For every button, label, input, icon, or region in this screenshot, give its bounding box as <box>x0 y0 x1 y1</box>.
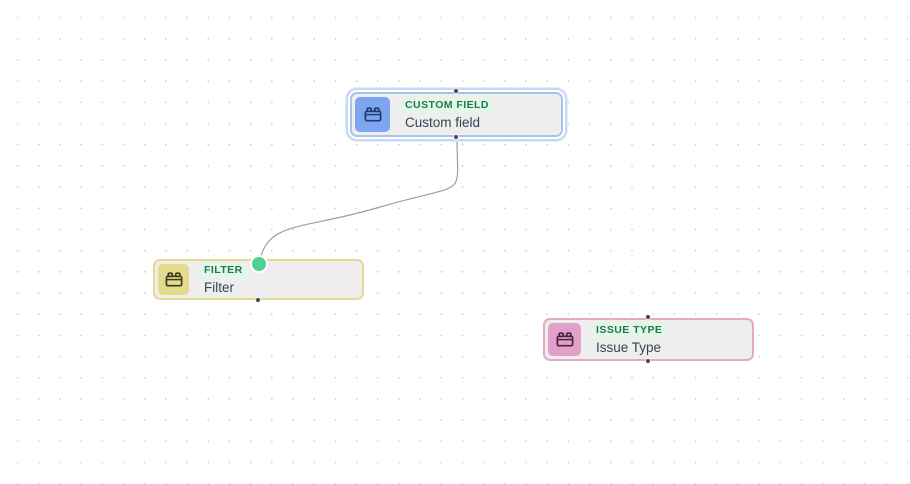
node-text-block: CUSTOM FIELD Custom field <box>393 94 561 135</box>
node-type-badge: CUSTOM FIELD <box>402 98 493 113</box>
node-icon-box <box>158 264 189 295</box>
node-issue-type[interactable]: ISSUE TYPE Issue Type <box>543 318 754 361</box>
node-text-block: ISSUE TYPE Issue Type <box>584 320 752 359</box>
node-handle-top-custom-field[interactable] <box>452 88 459 94</box>
node-icon-box <box>355 97 390 132</box>
node-text-block: FILTER Filter <box>192 261 362 298</box>
edge-custom-field-to-filter[interactable] <box>258 138 459 265</box>
node-type-badge: ISSUE TYPE <box>593 323 667 338</box>
node-title: Issue Type <box>596 340 662 355</box>
node-type-badge: FILTER <box>201 263 247 278</box>
lego-brick-icon <box>165 271 182 287</box>
node-handle-bottom-issue-type[interactable] <box>644 358 651 364</box>
connection-dot-filter-incoming-connection[interactable] <box>250 255 268 273</box>
lego-brick-icon <box>556 331 573 347</box>
node-custom-field[interactable]: CUSTOM FIELD Custom field <box>350 92 563 137</box>
lego-brick-icon <box>364 106 381 122</box>
node-handle-bottom-filter[interactable] <box>254 297 261 303</box>
node-title: Custom field <box>405 115 481 130</box>
node-icon-box <box>548 323 581 356</box>
node-filter[interactable]: FILTER Filter <box>153 259 364 300</box>
node-handle-top-issue-type[interactable] <box>644 314 651 320</box>
node-title: Filter <box>204 280 234 295</box>
node-handle-bottom-custom-field[interactable] <box>452 134 459 140</box>
